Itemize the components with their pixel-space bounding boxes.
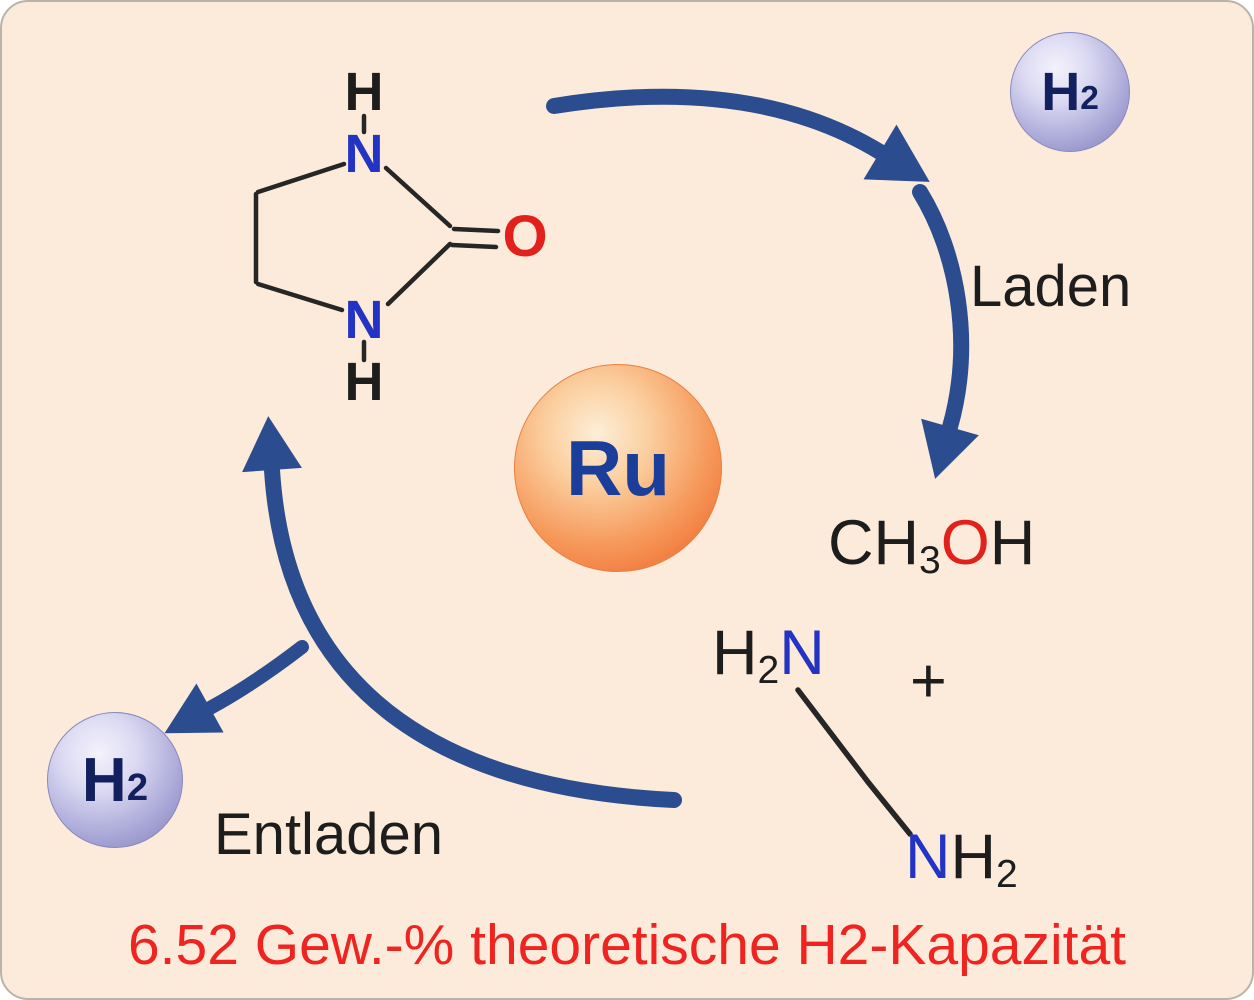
carbonyl-double-bond-upper xyxy=(451,226,501,234)
methanol-ch: CH xyxy=(828,508,919,578)
amine-top-n: N xyxy=(779,618,825,688)
carbonyl-double-bond-lower xyxy=(449,242,499,250)
bond-topN-C5 xyxy=(255,161,347,195)
laden-arrow-upper-segment xyxy=(546,88,888,160)
ruthenium-symbol: Ru xyxy=(566,423,670,512)
amine-top-h: H xyxy=(712,618,758,688)
laden-label: Laden xyxy=(970,254,1132,319)
entladen-arrow xyxy=(264,462,682,808)
laden-arrow-lower-segment xyxy=(912,184,970,435)
amine-bottom-subscript: 2 xyxy=(996,852,1018,896)
methanol-oxygen: O xyxy=(940,508,990,578)
amine-bottom-h: H xyxy=(950,822,997,892)
h2-bottom-subscript: 2 xyxy=(126,766,149,810)
h2-top-subscript: 2 xyxy=(1080,80,1099,118)
diamine-bond-lower xyxy=(865,779,913,837)
bond-C4-bottomN xyxy=(255,281,345,313)
methanol-subscript: 3 xyxy=(919,538,941,582)
diamine-top-amine: H2N xyxy=(712,622,825,690)
molecule-bottom-n-label: N xyxy=(344,290,384,350)
amine-bottom-n: N xyxy=(905,822,951,892)
capacity-caption: 6.52 Gew.-% theoretische H2-Kapazität xyxy=(127,913,1127,977)
laden-arrow-mid-arrowhead xyxy=(863,124,930,182)
molecule-top-n-label: N xyxy=(344,124,384,184)
entladen-arrowhead xyxy=(242,416,302,473)
molecule-oxygen-label: O xyxy=(502,204,548,269)
methanol-h: H xyxy=(989,508,1036,578)
ruthenium-catalyst-sphere: Ru xyxy=(514,364,722,572)
bond-carbonylC-bottomN xyxy=(385,241,453,307)
plus-sign: + xyxy=(910,646,947,716)
molecule-bottom-h-label: H xyxy=(344,352,384,412)
h2-top-element: H xyxy=(1041,62,1081,122)
diamine-bottom-amine: NH2 xyxy=(905,826,1018,894)
bond-topN-carbonylC xyxy=(383,165,453,229)
molecule-top-h-label: H xyxy=(344,62,384,122)
amine-top-subscript: 2 xyxy=(757,648,780,692)
laden-arrowhead xyxy=(921,418,979,479)
diamine-bond-upper xyxy=(795,687,871,785)
entladen-label: Entladen xyxy=(214,802,443,867)
h2-bottom-element: H xyxy=(81,745,127,815)
methanol-formula: CH3OH xyxy=(828,512,1035,580)
h2-release-arrow xyxy=(203,640,309,715)
h2-release-arrowhead xyxy=(164,683,224,734)
